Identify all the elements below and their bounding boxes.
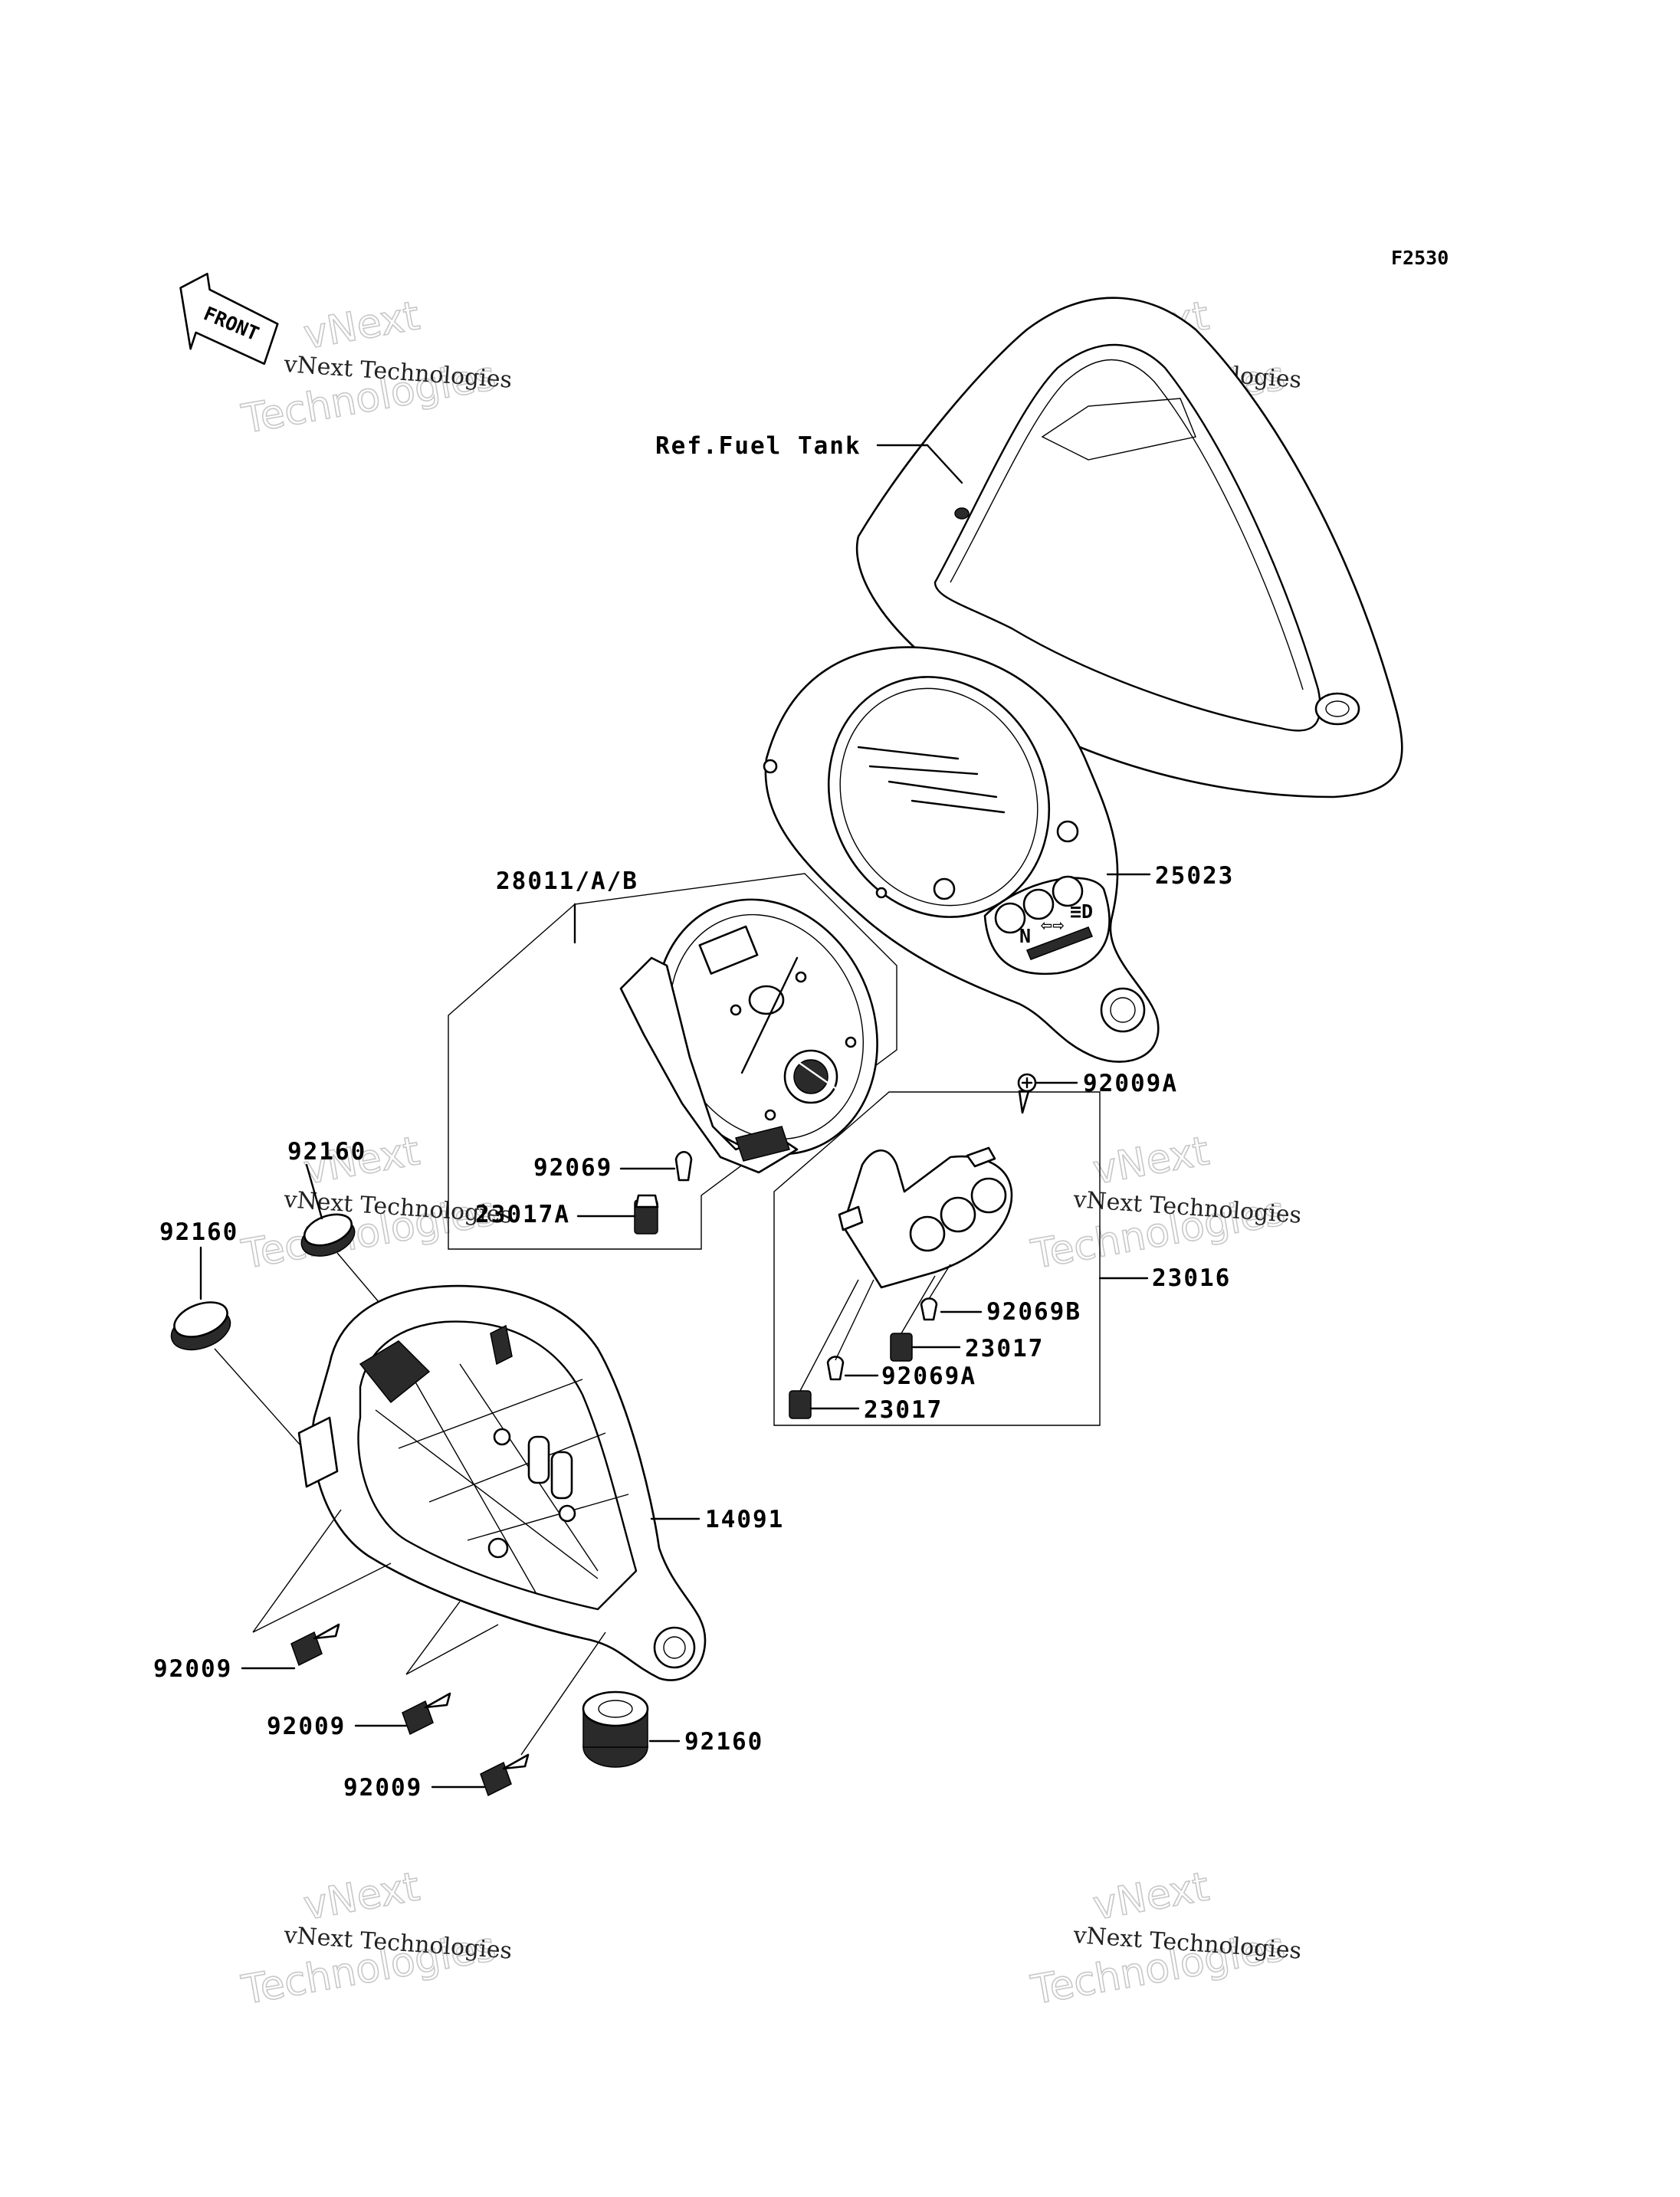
screw-92009-2: [402, 1692, 451, 1736]
socket-23017-upper: [890, 1333, 913, 1362]
label-23016: 23016: [1152, 1264, 1231, 1292]
label-92069B: 92069B: [986, 1298, 1081, 1326]
bulb-92069A: [826, 1356, 845, 1381]
label-25023: 25023: [1155, 862, 1234, 890]
label-92160-top: 92160: [287, 1138, 366, 1166]
leader-92160-top-2: [336, 1252, 380, 1303]
label-92009-1: 92009: [153, 1655, 232, 1683]
grommet-92160-top: [300, 1213, 356, 1257]
leader-screw-2a: [405, 1601, 461, 1675]
label-92160-left: 92160: [159, 1218, 238, 1246]
figure-code: F2530: [1391, 247, 1449, 269]
grommet-92160-left: [170, 1301, 231, 1351]
svg-text:vNext: vNext: [1090, 1864, 1212, 1929]
front-arrow-icon: FRONT: [179, 272, 279, 366]
watermark-mid-right: vNext Technologies vNext Technologies: [1027, 1128, 1302, 1279]
svg-text:vNext: vNext: [1090, 1128, 1212, 1193]
screw-92009A: [1017, 1073, 1037, 1114]
watermark-mid-left: vNext Technologies vNext Technologies: [238, 1128, 513, 1279]
leader-92160-left-2: [214, 1348, 307, 1453]
label-28011: 28011/A/B: [496, 867, 638, 895]
label-14091: 14091: [705, 1506, 784, 1533]
leader-92160-top: [305, 1163, 323, 1220]
label-92069A: 92069A: [881, 1362, 976, 1390]
label-92009A: 92009A: [1083, 1070, 1178, 1097]
leader-screw-3: [520, 1631, 606, 1756]
meter-cover: N ⇦⇨ ≡D: [763, 646, 1160, 1063]
socket-23017A: [634, 1194, 659, 1235]
meter-assembly-box: [448, 873, 897, 1250]
socket-23017-lower: [789, 1390, 812, 1419]
meter-case: [297, 1284, 707, 1681]
watermark-bottom-right: vNext Technologies vNext Technologies: [1027, 1864, 1302, 2015]
leader-screw-1b: [252, 1562, 392, 1633]
indicator-housing: [838, 1146, 1013, 1289]
watermark-bottom-left: vNext Technologies vNext Technologies: [238, 1864, 513, 2015]
svg-text:vNext: vNext: [300, 293, 423, 358]
label-92160-bottom: 92160: [684, 1728, 763, 1756]
bulb-92069B: [920, 1297, 938, 1321]
indicator-beam-label: ≡D: [1070, 900, 1093, 923]
label-ref-fuel-tank: Ref.Fuel Tank: [655, 432, 861, 460]
leader-socket-upper-housing: [901, 1275, 936, 1334]
screw-92009-1: [290, 1623, 340, 1667]
label-23017-lower: 23017: [864, 1396, 943, 1424]
indicator-turn-label: ⇦⇨: [1041, 913, 1064, 936]
label-92069: 92069: [533, 1154, 612, 1182]
leader-bulb-a-housing: [835, 1279, 874, 1361]
leader-screw-1a: [252, 1509, 342, 1633]
screw-92009-3: [480, 1753, 530, 1797]
meter-unit: [619, 898, 878, 1174]
grommet-92160-bottom: [582, 1690, 649, 1768]
label-92009-3: 92009: [343, 1774, 422, 1802]
label-23017A: 23017A: [475, 1201, 570, 1228]
leader-socket-lower-housing: [799, 1279, 859, 1392]
label-92009-2: 92009: [267, 1713, 346, 1740]
indicator-n-label: N: [1019, 925, 1031, 947]
label-23017-upper: 23017: [965, 1335, 1044, 1362]
leader-screw-2b: [405, 1624, 499, 1675]
leader-ref-fuel-tank-2: [926, 444, 963, 484]
svg-text:vNext: vNext: [300, 1864, 423, 1929]
bulb-92069: [674, 1150, 693, 1182]
leader-bulb-b-housing: [928, 1264, 951, 1300]
watermark-top-left: vNext Technologies vNext Technologies: [238, 293, 513, 444]
indicator-assembly-box: [773, 1091, 1101, 1426]
